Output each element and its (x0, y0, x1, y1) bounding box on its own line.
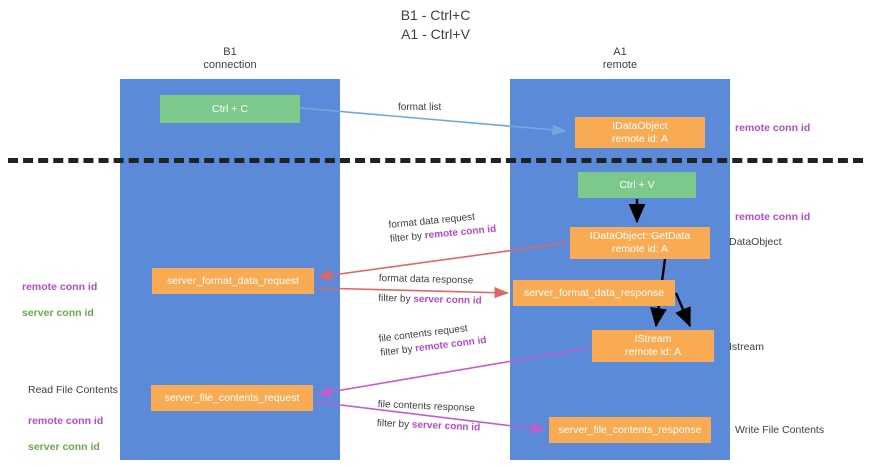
node-idataobject-getdata[interactable]: IDataObject::GetData remote id: A (570, 227, 710, 259)
filter-prefix: filter by (389, 230, 426, 245)
side-label-read-file-contents: Read File Contents (28, 384, 118, 396)
edge-label-format-data-response: format data response filter by server co… (378, 272, 482, 309)
side-label-istream: Istream (729, 341, 765, 353)
node-ctrl-v[interactable]: Ctrl + V (578, 172, 696, 198)
filter-prefix: filter by (379, 343, 416, 359)
node-server-format-data-request[interactable]: server_format_data_request (152, 268, 314, 294)
filter-prefix: filter by (378, 292, 414, 305)
edge-label-file-contents-response-line1: file contents response (377, 398, 476, 415)
node-ctrl-c[interactable]: Ctrl + C (160, 95, 300, 123)
filter-key-server-conn-id: server conn id (411, 419, 481, 434)
lane-header-a1: A1 remote (602, 46, 638, 71)
node-server-format-data-response[interactable]: server_format_data_response (513, 280, 675, 306)
side-label-left-conn-ids: remote conn id server conn id (22, 268, 97, 333)
node-server-file-contents-response[interactable]: server_file_contents_response (549, 417, 711, 443)
side-label-dataobject: DataObject (729, 236, 782, 248)
edge-label-file-contents-response-filter: filter by server conn id (377, 417, 481, 435)
edge-label-file-contents-response: file contents response filter by server … (377, 398, 482, 435)
edge-label-file-contents-request: file contents request filter by remote c… (378, 320, 487, 361)
filter-key-server-conn-id: server conn id (413, 293, 482, 307)
side-label-write-file-contents: Write File Contents (735, 424, 825, 436)
side-label-remote-conn-id-top: remote conn id (735, 122, 811, 134)
node-idataobject[interactable]: IDataObject remote id: A (575, 117, 705, 148)
side-label-remote-conn-id-2: remote conn id (28, 415, 104, 427)
filter-prefix: filter by (376, 417, 413, 431)
node-istream[interactable]: IStream remote id: A (592, 330, 714, 362)
edge-label-format-data-request: format data request filter by remote con… (388, 209, 497, 247)
side-label-remote-conn-id-mid: remote conn id (735, 211, 811, 223)
dashed-divider (8, 158, 863, 163)
edge-label-format-data-response-line1: format data response (378, 272, 474, 287)
side-label-remote-conn-id: remote conn id (22, 281, 98, 293)
edge-label-format-data-response-filter: filter by server conn id (378, 292, 482, 309)
side-label-server-conn-id-2: server conn id (28, 441, 100, 453)
page-title: B1 - Ctrl+C A1 - Ctrl+V (400, 7, 471, 42)
lane-header-b1: B1 connection (203, 46, 257, 71)
side-label-left-conn-ids-2: remote conn id server conn id (28, 402, 103, 467)
side-label-server-conn-id: server conn id (22, 307, 94, 319)
edge-label-format-list: format list (398, 102, 442, 113)
node-server-file-contents-request[interactable]: server_file_contents_request (151, 385, 313, 411)
